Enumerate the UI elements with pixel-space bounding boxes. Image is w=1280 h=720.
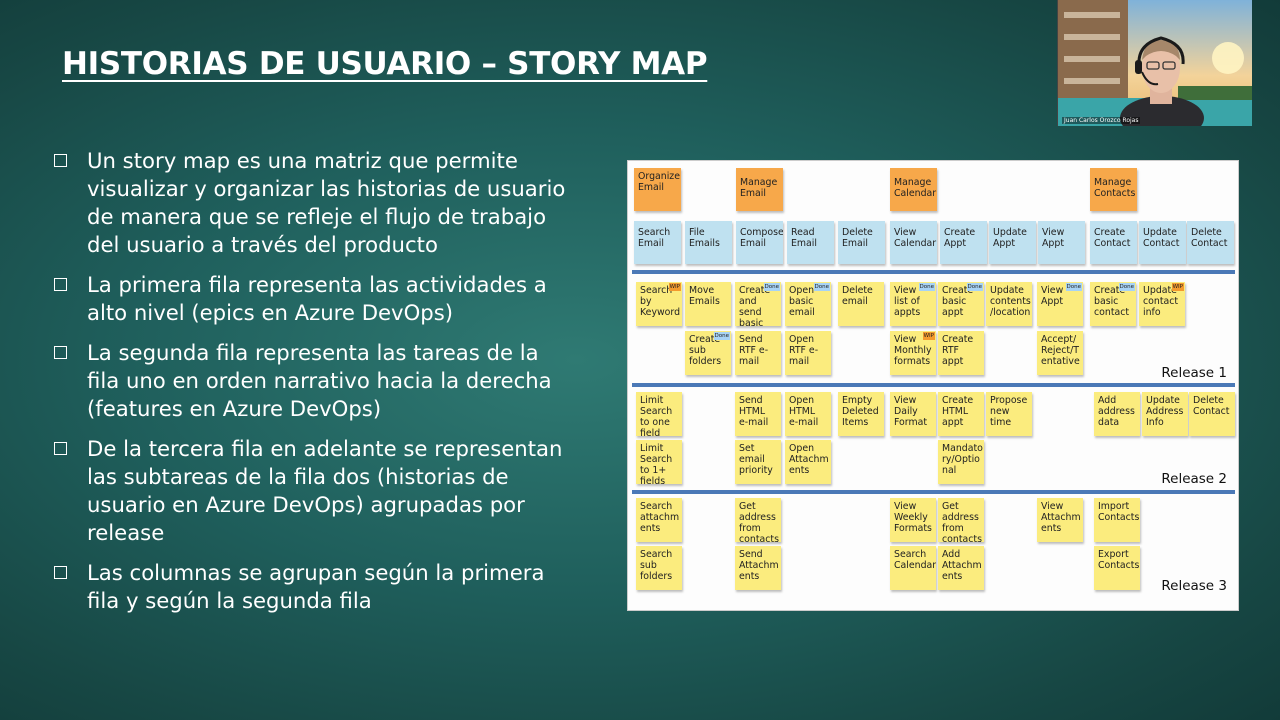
checkbox-bullet-icon <box>54 154 67 167</box>
checkbox-bullet-icon <box>54 442 67 455</box>
story-note: Update contents /location <box>986 282 1032 326</box>
story-note: Set email priority <box>735 440 781 484</box>
epic-note: Manage Calendar <box>890 168 937 211</box>
bullet-item: Las columnas se agrupan según la primera… <box>52 559 572 615</box>
done-tag: Done <box>1118 283 1135 291</box>
story-note: Move Emails <box>685 282 731 326</box>
release-divider <box>632 270 1235 274</box>
done-tag: Done <box>1065 283 1082 291</box>
story-note: Delete email <box>838 282 884 326</box>
release-label: Release 3 <box>1161 578 1227 594</box>
release-divider <box>632 490 1235 494</box>
story-note: Open RTF e-mail <box>785 331 831 375</box>
done-tag: Done <box>918 283 935 291</box>
wip-tag: WIP <box>922 332 935 340</box>
feature-note: View Calendar <box>890 221 937 264</box>
story-note: View Daily Format <box>890 392 936 436</box>
participant-video-frame <box>1058 0 1252 126</box>
story-note: Propose new time <box>986 392 1032 436</box>
participant-name-label: Juan Carlos Orozco Rojas <box>1062 117 1141 124</box>
release-divider <box>632 383 1235 387</box>
story-note: Send Attachm ents <box>735 546 781 590</box>
wip-tag: WIP <box>668 283 681 291</box>
feature-note: Update Appt <box>989 221 1036 264</box>
story-note: Create RTF appt <box>938 331 984 375</box>
epic-note: Organize Email <box>634 168 681 211</box>
bullet-item: De la tercera fila en adelante se repres… <box>52 435 572 547</box>
feature-note: File Emails <box>685 221 732 264</box>
slide-title: HISTORIAS DE USUARIO – STORY MAP <box>62 46 708 82</box>
story-note: Send RTF e-mail <box>735 331 781 375</box>
story-note: Update Address Info <box>1142 392 1188 436</box>
release-label: Release 2 <box>1161 471 1227 487</box>
epic-note: Manage Contacts <box>1090 168 1137 211</box>
story-note: Mandato ry/Optio nal <box>938 440 984 484</box>
feature-note: Delete Email <box>838 221 885 264</box>
story-note: Limit Search to 1+ fields <box>636 440 682 484</box>
story-note: Search attachm ents <box>636 498 682 542</box>
feature-note: Create Appt <box>940 221 987 264</box>
bullet-item: La primera fila representa las actividad… <box>52 271 572 327</box>
wip-tag: WIP <box>1171 283 1184 291</box>
epic-note: Manage Email <box>736 168 783 211</box>
webcam-video: Juan Carlos Orozco Rojas <box>1057 0 1252 126</box>
story-note: Export Contacts <box>1094 546 1140 590</box>
release-label: Release 1 <box>1161 365 1227 381</box>
feature-note: Delete Contact <box>1187 221 1234 264</box>
story-note: Search sub folders <box>636 546 682 590</box>
feature-note: Update Contact <box>1139 221 1186 264</box>
bullet-item: La segunda fila representa las tareas de… <box>52 339 572 423</box>
story-note: Get address from contacts <box>735 498 781 542</box>
story-note: View Attachm ents <box>1037 498 1083 542</box>
story-note: Add address data <box>1094 392 1140 436</box>
checkbox-bullet-icon <box>54 346 67 359</box>
feature-note: View Appt <box>1038 221 1085 264</box>
story-note: Add Attachm ents <box>938 546 984 590</box>
feature-note: Search Email <box>634 221 681 264</box>
story-note: Limit Search to one field <box>636 392 682 436</box>
feature-note: Compose Email <box>736 221 783 264</box>
story-note: Accept/ Reject/T entative <box>1037 331 1083 375</box>
story-note: View Weekly Formats <box>890 498 936 542</box>
feature-note: Read Email <box>787 221 834 264</box>
story-note: Empty Deleted Items <box>838 392 884 436</box>
story-note: Delete Contact <box>1189 392 1235 436</box>
done-tag: Done <box>966 283 983 291</box>
story-note: Create HTML appt <box>938 392 984 436</box>
story-note: Import Contacts <box>1094 498 1140 542</box>
story-note: Send HTML e-mail <box>735 392 781 436</box>
story-note: Open Attachm ents <box>785 440 831 484</box>
story-note: Search Calendar <box>890 546 936 590</box>
done-tag: Done <box>763 283 780 291</box>
done-tag: Done <box>813 283 830 291</box>
checkbox-bullet-icon <box>54 278 67 291</box>
bullet-item: Un story map es una matriz que permite v… <box>52 147 572 259</box>
feature-note: Create Contact <box>1090 221 1137 264</box>
story-note: Open HTML e-mail <box>785 392 831 436</box>
done-tag: Done <box>713 332 730 340</box>
story-map-image: Organize Email Manage Email Manage Calen… <box>627 160 1239 611</box>
bullet-list: Un story map es una matriz que permite v… <box>52 147 572 627</box>
story-note: Get address from contacts <box>938 498 984 542</box>
checkbox-bullet-icon <box>54 566 67 579</box>
